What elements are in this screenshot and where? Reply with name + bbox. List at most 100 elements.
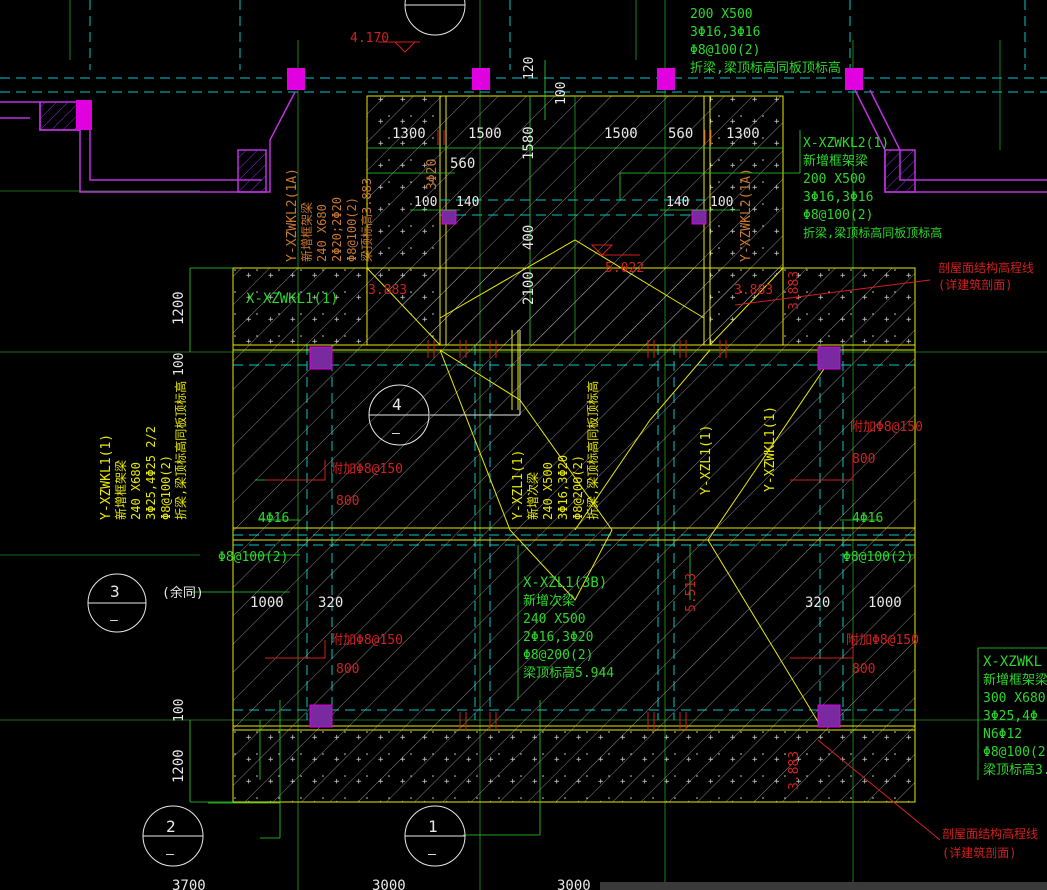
beam-size: 240 X680 bbox=[129, 462, 143, 520]
dim-100-a: 100 bbox=[172, 353, 187, 376]
dim-400: 400 bbox=[521, 225, 537, 250]
dim-1300-right: 1300 bbox=[726, 126, 760, 142]
beam-type: 新增框架梁 bbox=[299, 202, 314, 262]
beam-x-xzwkl2-size: 200 X500 bbox=[803, 172, 866, 187]
status-bar-strip bbox=[600, 882, 1047, 890]
top-beam-line-3: Φ8@100(2) bbox=[690, 43, 760, 58]
dim-560-right: 560 bbox=[668, 126, 693, 142]
elevation-3883-bottom: 3.883 bbox=[787, 751, 802, 790]
elevation-top: 4.170 bbox=[350, 31, 389, 46]
dim-1500-right: 1500 bbox=[604, 126, 638, 142]
dim-1500-left: 1500 bbox=[468, 126, 502, 142]
bottom-dim-3700: 3700 bbox=[172, 878, 206, 890]
add-rebar-right-1: 附加Φ8@150 bbox=[850, 420, 923, 435]
rebar-4phi16-right: 4Φ16 bbox=[852, 511, 883, 526]
beam-size: 240 X500 bbox=[541, 462, 555, 520]
beam-x-xzl1-type: 新增次梁 bbox=[523, 593, 575, 609]
d320-left: 320 bbox=[318, 595, 343, 611]
dim-100-left: 100 bbox=[414, 195, 437, 210]
dim-100-b: 100 bbox=[172, 699, 187, 722]
d800-right-1: 800 bbox=[852, 452, 875, 467]
elevation-3883-b: 3.883 bbox=[734, 283, 773, 298]
callout-2-sub: — bbox=[166, 847, 174, 862]
beam-x-xzwkl-br-elev: 梁顶标高3.88 bbox=[983, 762, 1047, 778]
new-columns bbox=[309, 209, 841, 728]
beam-x-xzwkl-br-rebar: 3Φ25,4Φ bbox=[983, 709, 1038, 724]
dim-1200-top: 1200 bbox=[171, 291, 187, 325]
beam-y-xzwkl1-left: Y-XZWKL1(1) 新增框架梁 240 X680 3Φ25,4Φ25 2/2… bbox=[99, 381, 188, 520]
elevation-3883-c: 3.883 bbox=[787, 271, 802, 310]
elevation-3883-a: 3.883 bbox=[368, 283, 407, 298]
callout-3-sub: — bbox=[110, 613, 118, 628]
beam-stirrup: Φ8@200(2) bbox=[571, 455, 585, 520]
beam-rebar: 2Φ20;2Φ20 bbox=[330, 197, 344, 262]
beam-x-xzwkl-br-stirrup: Φ8@100(2 bbox=[983, 745, 1046, 760]
elevation-5513: 5.513 bbox=[684, 573, 699, 612]
callout-4-number: 4 bbox=[392, 395, 402, 414]
rebar-ticks bbox=[427, 130, 727, 730]
beam-stirrup: Φ8@100(2) bbox=[159, 455, 173, 520]
d800-right-2: 800 bbox=[852, 662, 875, 677]
beam-elev: 梁顶标高3.883 bbox=[359, 178, 374, 262]
dim-1300-left: 1300 bbox=[392, 126, 426, 142]
beam-y-xzwkl2-left: Y-XZWKL2(1A) 新增框架梁 240 X680 2Φ20;2Φ20 Φ8… bbox=[285, 168, 374, 262]
drawing-text: 4.170 200 X500 3Φ16,3Φ16 Φ8@100(2) 折梁,梁顶… bbox=[99, 7, 1047, 890]
beam-x-xzwkl-br-label: X-XZWKL bbox=[983, 654, 1042, 670]
d800-left-1: 800 bbox=[336, 494, 359, 509]
beam-x-xzl1-rebar: 2Φ16,3Φ20 bbox=[523, 630, 593, 645]
existing-structure bbox=[0, 89, 1047, 193]
dimension-lines bbox=[189, 60, 1047, 839]
dim-2100: 2100 bbox=[521, 271, 537, 305]
dim-140-left: 140 bbox=[456, 195, 479, 210]
d1000-right: 1000 bbox=[868, 595, 902, 611]
beam-y-xzl1-right: Y-XZL1(1) bbox=[699, 425, 714, 495]
beam-x-xzl1-stirrup: Φ8@200(2) bbox=[523, 648, 593, 663]
main-slab bbox=[232, 267, 916, 803]
beam-x-xzwkl2-note: 折梁,梁顶标高同板顶标高 bbox=[803, 225, 942, 240]
beam-x-xzwkl2-type: 新增框架梁 bbox=[803, 153, 868, 169]
callout-circles bbox=[87, 0, 521, 867]
beam-y-xzl1-mid: Y-XZL1(1) 新增次梁 240 X500 3Φ16,3Φ20 Φ8@200… bbox=[511, 381, 600, 520]
callout-1-sub: — bbox=[428, 847, 436, 862]
dim-100-top: 100 bbox=[554, 82, 569, 105]
dim-1580: 1580 bbox=[521, 126, 537, 160]
top-beam-line-1: 200 X500 bbox=[690, 7, 753, 22]
beam-y-xzwkl2-right: Y-XZWKL2(1A) bbox=[739, 168, 754, 262]
add-rebar-left-2: 附加Φ8@150 bbox=[330, 633, 403, 648]
callout-2-number: 2 bbox=[166, 817, 176, 836]
add-rebar-right-2: 附加Φ8@150 bbox=[846, 633, 919, 648]
rebar-4phi16-left: 4Φ16 bbox=[258, 511, 289, 526]
beam-x-xzwkl2-stirrup: Φ8@100(2) bbox=[803, 208, 873, 223]
beam-x-xzwkl-br-type: 新增框架梁 bbox=[983, 672, 1047, 688]
top-beam-line-2: 3Φ16,3Φ16 bbox=[690, 25, 760, 40]
beam-type: 新增框架梁 bbox=[113, 460, 128, 520]
beam-rebar: 3Φ25,4Φ25 2/2 bbox=[144, 426, 158, 520]
beam-x-xzl1-size: 240 X500 bbox=[523, 612, 586, 627]
beam-label: Y-XZL1(1) bbox=[511, 450, 526, 520]
rebar-3phi20: 3Φ20 bbox=[425, 159, 440, 190]
dim-100-right: 100 bbox=[710, 195, 733, 210]
beam-x-xzwkl2-rebar: 3Φ16,3Φ16 bbox=[803, 190, 873, 205]
top-beam-line-4: 折梁,梁顶标高同板顶标高 bbox=[690, 60, 841, 76]
beam-x-xzwkl1: X-XZWKL1(1) bbox=[246, 291, 339, 307]
beam-elev: 折梁,梁顶标高同板顶标高 bbox=[173, 381, 188, 520]
beam-x-xzwkl-br-size: 300 X680 bbox=[983, 691, 1046, 706]
dim-140-right: 140 bbox=[666, 195, 689, 210]
dim-120: 120 bbox=[522, 57, 537, 80]
elevation-5022: 5.022 bbox=[605, 261, 644, 276]
red-note-top-2: (详建筑剖面) bbox=[938, 277, 1012, 292]
beam-size: 240 X680 bbox=[315, 204, 329, 262]
beam-x-xzwkl2-label: X-XZWKL2(1) bbox=[803, 136, 889, 151]
beam-x-xzl1-label: X-XZL1(3B) bbox=[523, 575, 607, 591]
beam-x-xzwkl-br-n6: N6Φ12 bbox=[983, 727, 1022, 742]
d800-left-2: 800 bbox=[336, 662, 359, 677]
callout-3-number: 3 bbox=[110, 582, 120, 601]
stirrup-left: Φ8@100(2) bbox=[218, 550, 288, 565]
bottom-dim-3000-b: 3000 bbox=[557, 878, 591, 890]
beam-x-xzl1-elev: 梁顶标高5.944 bbox=[523, 665, 614, 681]
beam-label: Y-XZWKL1(1) bbox=[99, 434, 114, 520]
callout-1-number: 1 bbox=[428, 817, 438, 836]
add-rebar-left-1: 附加Φ8@150 bbox=[330, 462, 403, 477]
